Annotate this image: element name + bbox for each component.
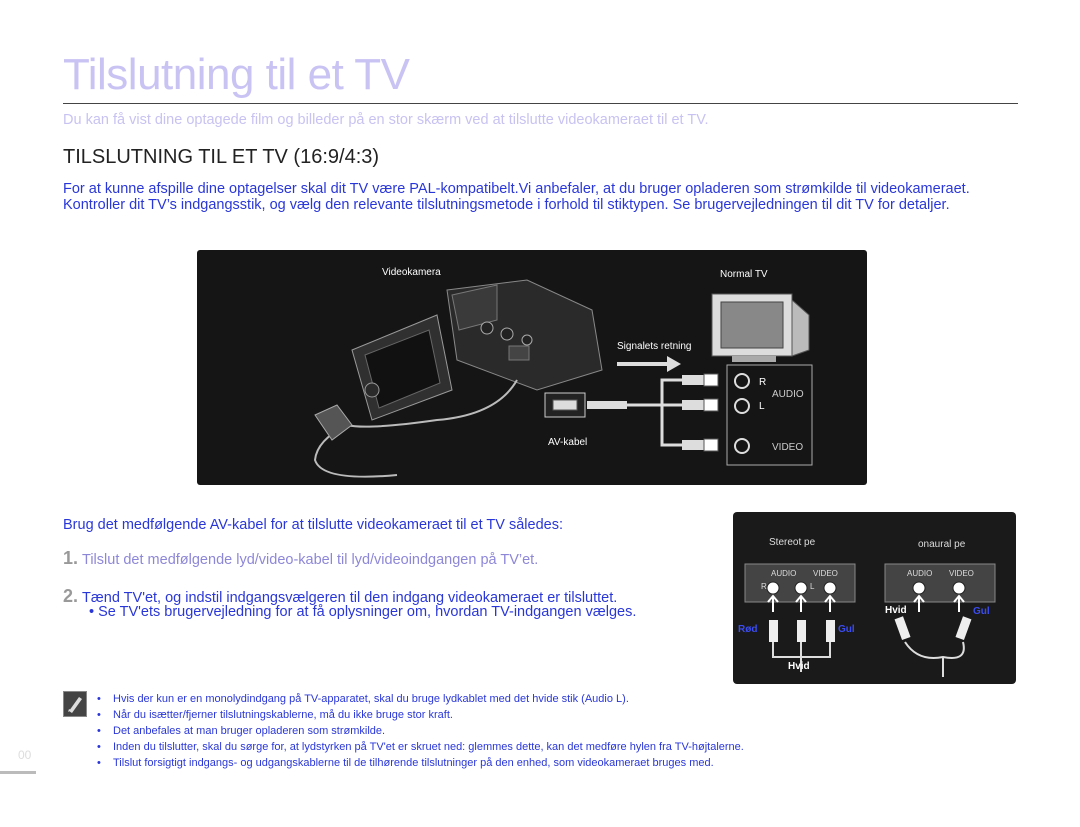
mono-video-label: VIDEO xyxy=(949,569,974,578)
note-text: Når du isætter/fjerner tilslutningskable… xyxy=(113,709,453,721)
mono-audio-label: AUDIO xyxy=(907,569,933,578)
note-text: Hvis der kun er en monolydindgang på TV-… xyxy=(113,693,629,705)
step-2-sub-bullet: • Se TV'ets brugervejledning for at få o… xyxy=(89,604,637,620)
l-label: L xyxy=(759,401,765,412)
video-jack xyxy=(734,438,750,454)
mono-type-label: onaural pe xyxy=(918,539,966,550)
stereo-white-label: Hvid xyxy=(788,661,810,672)
connection-diagram: Videokamera Normal TV Signalets retning … xyxy=(197,250,867,485)
connection-illustration xyxy=(313,279,813,478)
camcorder-label: Videokamera xyxy=(382,267,441,278)
instructions-intro: Brug det medfølgende AV-kabel for at til… xyxy=(63,517,563,533)
step-2: 2.Tænd TV'et, og indstil indgangsvælgere… xyxy=(63,586,617,607)
audio-label: AUDIO xyxy=(772,389,804,400)
rca-plugs xyxy=(682,373,719,452)
page-title: Tilslutning til et TV xyxy=(63,50,410,99)
section-body: For at kunne afspille dine optagelser sk… xyxy=(63,181,970,213)
stereo-video-label: VIDEO xyxy=(813,569,838,578)
stereo-red-label: Rød xyxy=(738,624,758,635)
note-item: •Det anbefales at man bruger opladeren s… xyxy=(97,725,386,737)
video-label: VIDEO xyxy=(772,442,804,453)
mono-yellow-label: Gul xyxy=(973,606,990,617)
page-number: 00 xyxy=(18,748,32,762)
stereo-r-label: R xyxy=(761,582,767,591)
note-item: •Når du isætter/fjerner tilslutningskabl… xyxy=(97,709,453,721)
note-text: Inden du tilslutter, skal du sørge for, … xyxy=(113,741,744,753)
audio-l-jack xyxy=(734,398,750,414)
signal-label: Signalets retning xyxy=(617,341,692,352)
signal-direction-arrow xyxy=(617,356,681,372)
stereo-l-label: L xyxy=(810,582,815,591)
step-1-text: Tilslut det medfølgende lyd/video-kabel … xyxy=(82,552,539,568)
note-text: Tilslut forsigtigt indgangs- og udgangsk… xyxy=(113,757,714,769)
tv-label: Normal TV xyxy=(720,269,768,280)
av-cable-label: AV-kabel xyxy=(548,437,588,448)
stereo-type-label: Stereot pe xyxy=(769,537,816,548)
note-item: •Hvis der kun er en monolydindgang på TV… xyxy=(97,693,629,705)
step-1-number: 1. xyxy=(63,548,79,568)
mono-white-label: Hvid xyxy=(885,605,907,616)
note-item: •Inden du tilslutter, skal du sørge for,… xyxy=(97,741,744,753)
note-pencil-icon xyxy=(63,691,87,717)
r-label: R xyxy=(759,377,767,388)
stereo-mono-illustration xyxy=(744,563,996,677)
stereo-audio-label: AUDIO xyxy=(771,569,797,578)
camcorder-illustration xyxy=(313,279,603,478)
note-text: Det anbefales at man bruger opladeren so… xyxy=(113,725,386,737)
intro-text: Du kan få vist dine optagede film og bil… xyxy=(63,112,709,128)
stereo-yellow-label: Gul xyxy=(838,624,855,635)
step-1: 1.Tilslut det medfølgende lyd/video-kabe… xyxy=(63,548,538,569)
section-heading: TILSLUTNING TIL ET TV (16:9/4:3) xyxy=(63,146,380,168)
page-number-rule xyxy=(0,771,36,774)
tv-terminal-panel xyxy=(726,364,813,466)
tv-illustration xyxy=(711,293,810,362)
audio-r-jack xyxy=(734,373,750,389)
stereo-mono-diagram: Stereot pe onaural pe AUDIO VIDEO R L AU… xyxy=(733,512,1016,684)
step-2-number: 2. xyxy=(63,586,79,606)
note-item: •Tilslut forsigtigt indgangs- og udgangs… xyxy=(97,757,714,769)
title-divider xyxy=(63,103,1018,104)
step-2-text: Tænd TV'et, og indstil indgangsvælgeren … xyxy=(82,590,618,606)
notes-list: •Hvis der kun er en monolydindgang på TV… xyxy=(97,691,744,771)
